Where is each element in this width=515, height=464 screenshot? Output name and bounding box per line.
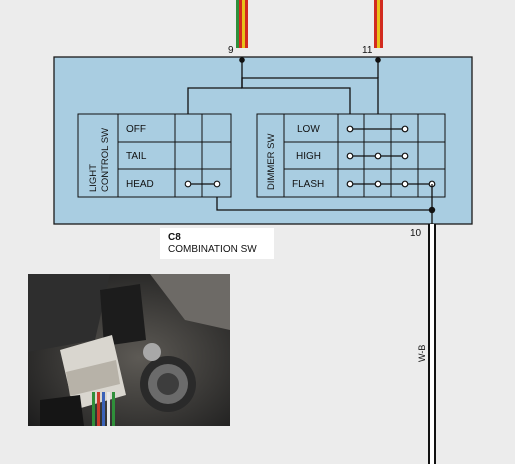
- pin-number-10: 10: [410, 228, 422, 239]
- light-control-label-line2: CONTROL SW: [100, 128, 111, 192]
- head-contact-bridge: [184, 180, 221, 188]
- connector-name: COMBINATION SW: [168, 244, 257, 255]
- dimmer-label: DIMMER SW: [266, 134, 277, 191]
- connector-photo: [28, 274, 230, 426]
- outgoing-wire-pin-10: [428, 224, 436, 464]
- dimmer-contacts: [346, 125, 436, 188]
- connector-id: C8: [168, 232, 181, 243]
- pin-number-9: 9: [228, 45, 234, 56]
- light-control-label-line1: LIGHT: [88, 164, 99, 192]
- light-position-off: OFF: [126, 124, 146, 135]
- light-position-head: HEAD: [126, 179, 154, 190]
- dimmer-position-high: HIGH: [296, 151, 321, 162]
- connector-label-box: [160, 228, 274, 259]
- wire-color-label: W-B: [417, 345, 427, 362]
- incoming-wire-pin-11: [374, 0, 383, 48]
- junction-dot: [428, 206, 436, 214]
- dimmer-position-low: LOW: [297, 124, 320, 135]
- light-position-tail: TAIL: [126, 151, 147, 162]
- dimmer-position-flash: FLASH: [292, 179, 324, 190]
- pin-number-11: 11: [362, 45, 373, 56]
- incoming-wire-pin-9: [236, 0, 248, 48]
- light-control-switch-table: [77, 113, 232, 198]
